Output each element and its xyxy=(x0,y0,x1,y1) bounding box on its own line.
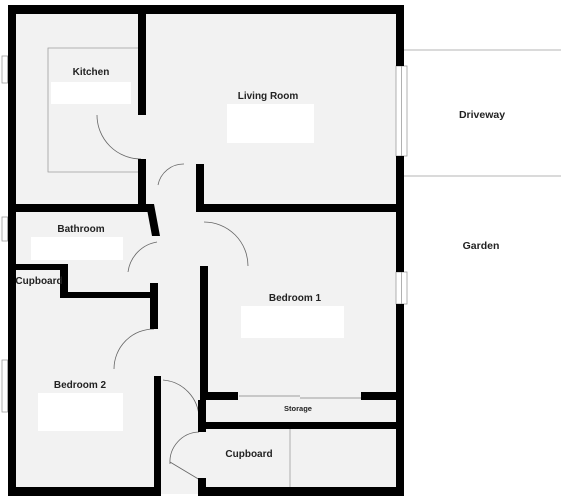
storage-sliding-door xyxy=(239,395,361,399)
exterior-label-garden: Garden xyxy=(462,240,500,252)
living-room-label-box xyxy=(227,104,314,143)
bedroom-2-label-box xyxy=(38,393,123,431)
room-label-cupboard-small: Cupboard xyxy=(15,276,63,287)
walls xyxy=(8,5,404,496)
room-label-bathroom: Bathroom xyxy=(57,224,105,235)
bedroom-1-label-box xyxy=(241,306,344,338)
windows xyxy=(1,55,408,413)
room-label-kitchen: Kitchen xyxy=(72,67,110,78)
room-label-bedroom-1: Bedroom 1 xyxy=(268,293,322,304)
bathroom-label-box xyxy=(31,237,123,260)
exterior-lines xyxy=(401,49,561,177)
room-label-storage: Storage xyxy=(284,404,312,413)
exterior-label-driveway: Driveway xyxy=(458,109,506,121)
kitchen-counter-outline xyxy=(47,47,140,173)
room-label-living-room: Living Room xyxy=(237,91,299,102)
room-label-bedroom-2: Bedroom 2 xyxy=(53,380,107,391)
kitchen-label-box xyxy=(51,82,131,104)
room-label-cupboard-large: Cupboard xyxy=(225,449,273,460)
